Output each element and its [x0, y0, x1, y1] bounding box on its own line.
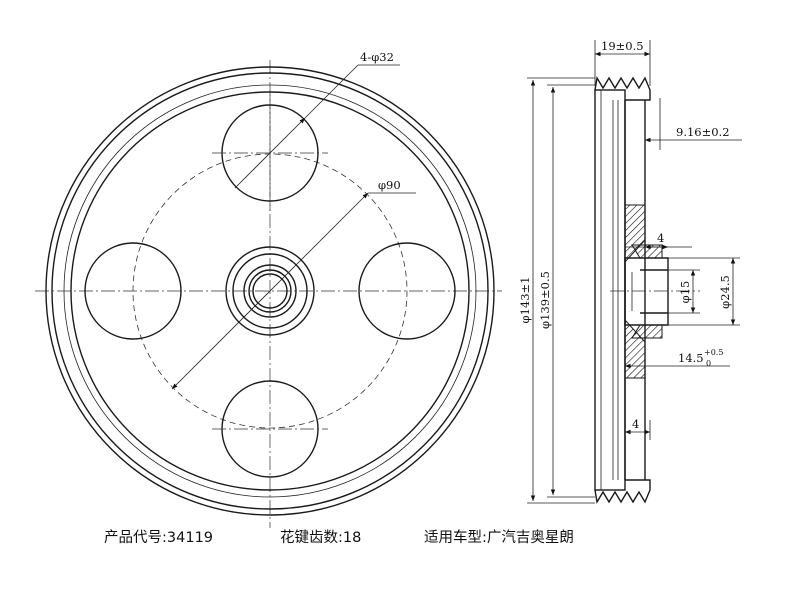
product-code-caption: 产品代号:34119: [104, 526, 213, 547]
bolt-holes-dim: 4-φ32: [360, 50, 394, 64]
inner-dia-dim: φ139±0.5: [538, 271, 552, 329]
inner-rim-circle: [70, 91, 470, 491]
pcd-dim: φ90: [378, 178, 401, 192]
outer-rim-circle: [45, 66, 495, 516]
spline-value: 18: [342, 530, 362, 546]
rim-circle-2: [51, 72, 489, 510]
hub-hatch-lower: [631, 324, 663, 339]
outer-dia-dim: φ143±1: [518, 277, 532, 324]
width-dim: 19±0.5: [601, 39, 644, 53]
vehicle-value: 广汽吉奥星朗: [486, 530, 574, 546]
hub-len-dim: 14.5: [678, 351, 704, 365]
spline-caption: 花键齿数:18: [280, 526, 361, 547]
vehicle-caption: 适用车型:广汽吉奥星朗: [424, 526, 574, 547]
pitch-circle: [132, 153, 408, 429]
rim-circle-3: [63, 84, 477, 498]
groove-profile-bottom: [594, 479, 651, 504]
groove-profile-top: [594, 76, 651, 101]
product-code-value: 34119: [166, 530, 214, 546]
product-code-label: 产品代号:: [104, 530, 167, 546]
section-hatch-upper: [624, 204, 646, 264]
holes-leader: [304, 64, 359, 119]
pcd-leader: [171, 192, 369, 390]
rim-body: [594, 89, 626, 491]
hub-body: [624, 257, 669, 326]
front-view: 4-φ32 φ90: [35, 50, 502, 528]
hub-len-tol-lower: 0: [706, 359, 711, 368]
side-view: φ143±1 φ139±0.5 19±0.5 9.1: [518, 39, 742, 504]
hub-dia-dim: φ24.5: [718, 275, 732, 309]
groove-offset-dim: 9.16±0.2: [676, 125, 730, 139]
hub-len-tol-upper: +0.5: [704, 348, 723, 357]
wall-top-dim: 4: [657, 231, 664, 245]
vehicle-label: 适用车型:: [424, 530, 487, 546]
wall-bottom-dim: 4: [632, 417, 639, 431]
bore-dim: φ15: [678, 281, 692, 304]
spline-label: 花键齿数:: [280, 530, 343, 546]
